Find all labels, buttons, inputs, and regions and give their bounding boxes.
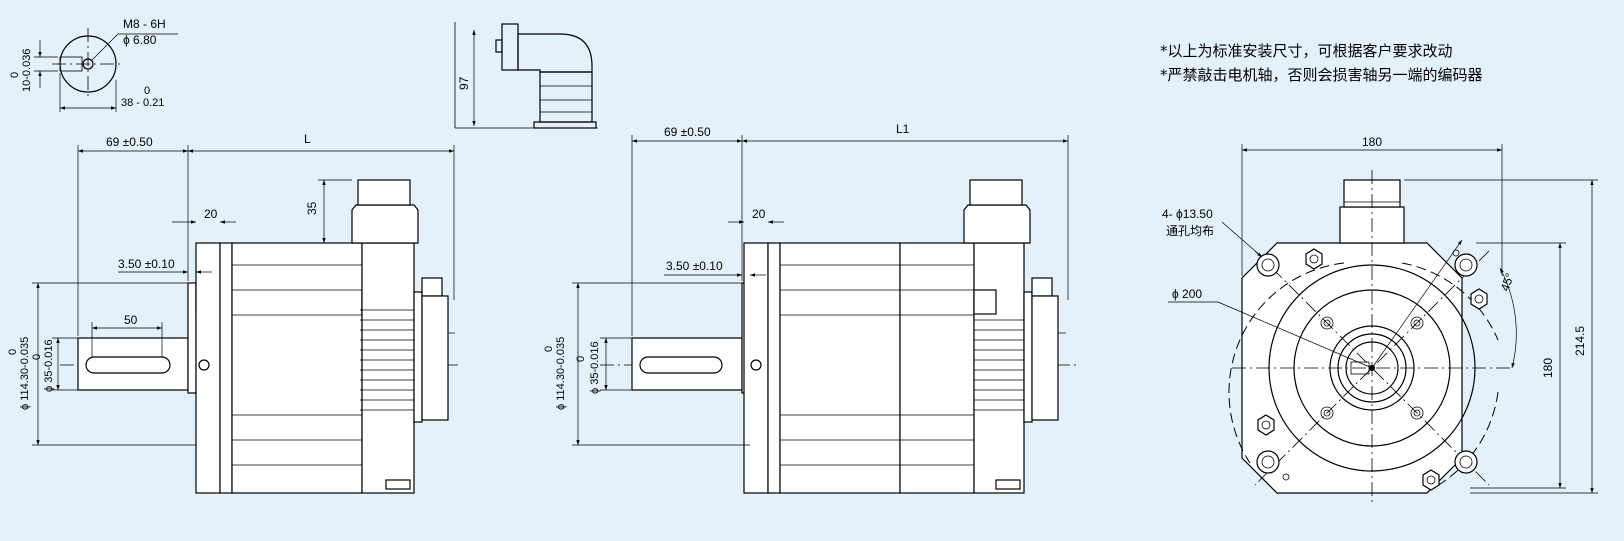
flange-thk-label: 20 xyxy=(204,207,218,221)
holes-label: 4- ϕ13.50 xyxy=(1162,207,1213,221)
key-height-tol: 0 xyxy=(9,72,21,78)
shaft-tol-1: 0 xyxy=(31,354,43,360)
side-view-2: 69 ±0.50 L1 20 3.50 ±0.10 0 ϕ 114.30-0.0… xyxy=(543,122,1080,494)
spigot-label-2: 3.50 ±0.10 xyxy=(666,259,723,273)
mount-hole-tl xyxy=(1256,253,1280,277)
front-height-label: 180 xyxy=(1541,358,1555,378)
brake-section xyxy=(899,242,975,494)
mount-hole-bl xyxy=(1256,450,1280,474)
shaft-tol-2: 0 xyxy=(575,356,587,362)
spigot-label: 3.50 ±0.10 xyxy=(118,257,175,271)
flange-dist-label-2: 69 ±0.50 xyxy=(664,125,711,139)
note-line-1: *以上为标准安装尺寸，可根据客户要求改动 xyxy=(1160,42,1453,60)
side-view-1: 69 ±0.50 L 20 35 3.50 ±0.10 50 0 ϕ 114.3… xyxy=(7,132,460,494)
encoder-housing xyxy=(361,242,415,494)
connector-detail: 97 xyxy=(454,22,598,129)
connector-height-label: 97 xyxy=(457,76,471,90)
front-width-label: 180 xyxy=(1362,135,1382,149)
motor-body xyxy=(231,242,363,494)
connector-block xyxy=(351,204,419,244)
pcd-arc-left xyxy=(1228,262,1345,464)
hex-screw xyxy=(1305,248,1323,270)
pcd-arc-right xyxy=(1401,262,1499,341)
key-len-label: 50 xyxy=(124,313,138,327)
hole-dia-label: ϕ 6.80 xyxy=(123,33,157,47)
length-label: L xyxy=(304,132,311,146)
pilot-tol-1: 0 xyxy=(7,349,19,355)
key-height-label: 10-0.036 xyxy=(21,49,33,92)
side-connector xyxy=(421,295,449,421)
pilot-dia-1: ϕ 114.30-0.035 xyxy=(19,337,31,410)
length-label-2: L1 xyxy=(896,122,910,136)
connector-plug xyxy=(501,23,519,71)
shaft xyxy=(77,337,189,391)
pilot-tol-2: 0 xyxy=(543,346,555,352)
side-connector-2 xyxy=(1031,295,1059,421)
holes-note: 通孔均布 xyxy=(1166,224,1214,238)
total-height-label: 214.5 xyxy=(1573,326,1587,356)
pcd-label: ϕ 200 xyxy=(1172,287,1202,301)
mount-hole-br xyxy=(1454,450,1478,474)
connector-elbow xyxy=(517,33,593,73)
shaft-dia-1: ϕ 35-0.016 xyxy=(43,339,55,392)
pilot-dia-2: ϕ 114.30-0.035 xyxy=(555,337,567,410)
conn-height-label: 35 xyxy=(305,201,319,215)
angle-label: 45° xyxy=(1498,271,1517,293)
encoder-housing-2 xyxy=(973,242,1025,494)
shaft-key xyxy=(85,356,171,374)
flange-dist-label: 69 ±0.50 xyxy=(106,135,153,149)
shaft-dia-2: ϕ 35-0.016 xyxy=(589,341,601,394)
shaft-2 xyxy=(631,337,743,391)
key-depth-tol: 0 xyxy=(144,85,150,97)
flange-2 xyxy=(743,242,769,494)
motor-body-2 xyxy=(779,242,901,494)
mount-hole-tr xyxy=(1454,253,1478,277)
top-connector-2 xyxy=(969,179,1023,206)
flange-thk-label-2: 20 xyxy=(752,207,766,221)
shaft-section-detail: M8 - 6H ϕ 6.80 0 10-0.036 0 38 - 0.21 xyxy=(9,17,178,112)
key-depth-label: 38 - 0.21 xyxy=(121,97,164,109)
thread-label: M8 - 6H xyxy=(123,17,166,31)
note-line-2: *严禁敲击电机轴，否则会损害轴另一端的编码器 xyxy=(1160,66,1483,84)
front-view: 180 214.5 180 4- ϕ13.50 通孔均布 ϕ 200 45° xyxy=(1162,135,1598,505)
top-connector xyxy=(357,179,411,206)
